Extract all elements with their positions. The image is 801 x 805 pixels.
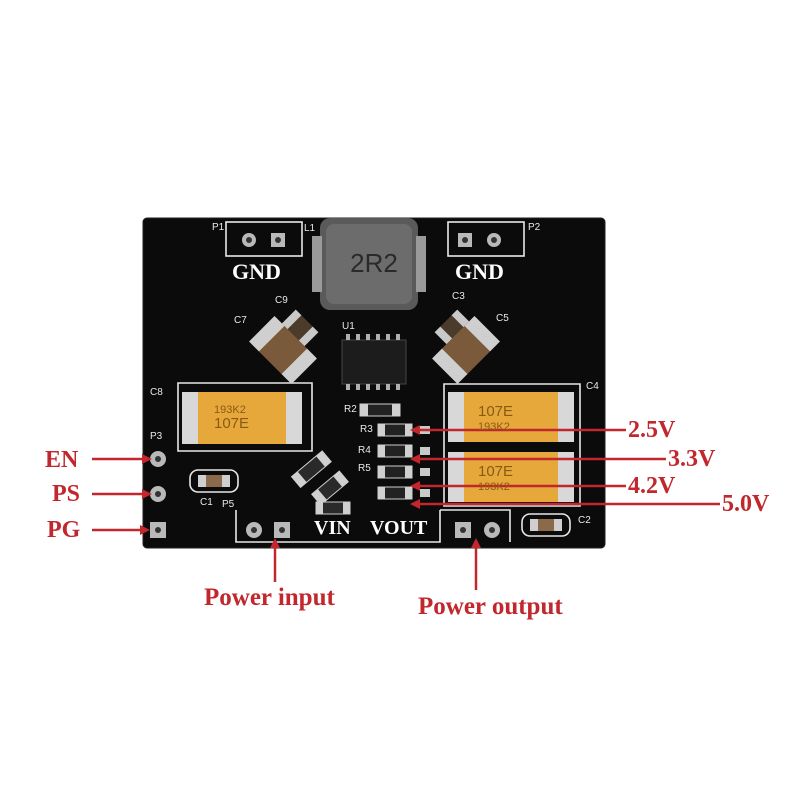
label-ps: PS [52,481,81,507]
ref-p1: P1 [212,222,225,233]
ref-c5: C5 [496,313,509,324]
ref-c8: C8 [150,387,163,398]
capacitor-c1 [189,469,239,493]
gnd-left-header [242,233,285,247]
ref-p3: P3 [150,431,163,442]
ref-c7: C7 [234,315,247,326]
ref-c9: C9 [275,295,288,306]
inductor [312,218,426,310]
tantalum-capacitor-c4-bottom [448,452,574,502]
ref-c1: C1 [200,497,213,508]
label-4-2v: 4.2V [628,473,676,499]
ref-c2: C2 [578,515,591,526]
label-2-5v: 2.5V [628,417,676,443]
vout-label: VOUT [370,517,428,539]
inductor-marking: 2R2 [350,248,398,278]
capacitor-c2 [521,513,571,537]
control-pins [150,451,166,538]
label-pg: PG [47,517,81,543]
ref-r5: R5 [358,463,371,474]
ic-u1 [341,334,407,390]
resistor-diagonal [290,450,332,489]
gnd-right-label: GND [455,259,504,284]
label-3-3v: 3.3V [668,446,716,472]
ref-r4: R4 [358,445,371,456]
ref-c3: C3 [452,291,465,302]
silkscreen-outlines [177,221,581,543]
label-en: EN [45,447,79,473]
label-5-0v: 5.0V [722,491,770,517]
ref-r2: R2 [344,404,357,415]
label-power-input: Power input [204,584,335,611]
capacitor-c7 [249,316,317,384]
capacitor-c9 [281,309,319,347]
ref-p5: P5 [222,499,235,510]
ref-u1: U1 [342,321,355,332]
ref-p2: P2 [528,222,541,233]
label-power-output: Power output [418,593,563,620]
tantalum-capacitor-c8 [182,392,302,444]
power-pads [246,522,500,538]
gnd-left-label: GND [232,259,281,284]
gnd-right-header [458,233,501,247]
cap-marking-left: 193K2 107E [214,404,250,433]
cap-marking-right-bottom: 107E 193K2 [478,463,514,493]
ref-r3: R3 [360,424,373,435]
resistor-array [359,403,430,500]
ref-l1: L1 [304,223,316,234]
cap-marking-right-top: 107E 193K2 [478,403,514,433]
ref-c4: C4 [586,381,599,392]
capacitor-c5 [432,316,500,384]
annotation-arrows [92,425,720,590]
vin-label: VIN [314,517,351,539]
